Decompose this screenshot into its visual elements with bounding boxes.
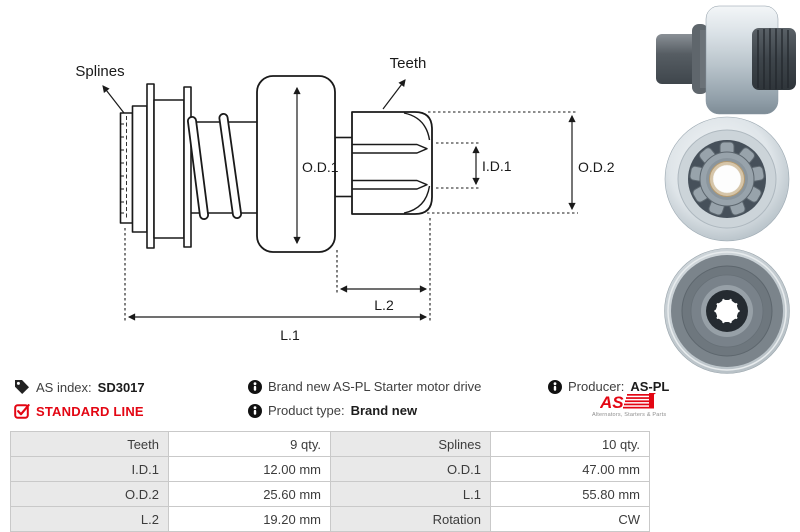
id1-label: I.D.1: [482, 158, 512, 174]
pinion-gear: [351, 111, 433, 215]
spec-label-cell: Teeth: [11, 432, 169, 457]
spec-value-cell: 10 qty.: [491, 432, 650, 457]
checkbox-checked-icon: [14, 404, 30, 419]
product-description: Brand new AS-PL Starter motor drive: [248, 379, 481, 394]
spec-label-cell: I.D.1: [11, 457, 169, 482]
standard-line-label: STANDARD LINE: [36, 403, 144, 419]
spec-value-cell: 47.00 mm: [491, 457, 650, 482]
spec-label-cell: Splines: [331, 432, 491, 457]
splines-arrow: [102, 85, 125, 114]
product-photo-side: [656, 5, 796, 115]
as-index-value: SD3017: [97, 379, 145, 395]
extension-lines: [124, 111, 578, 323]
product-photo-rear: [664, 248, 790, 374]
dimension-arrows: [127, 86, 576, 321]
od2-label: O.D.2: [578, 159, 615, 175]
info-icon: [248, 403, 262, 418]
technical-drawing: Splines Teeth O.D.1 O.D.2 I.D.1 L.2 L.1: [75, 55, 615, 343]
spec-value-cell: 9 qty.: [169, 432, 331, 457]
as-pl-logo: AS Alternators, Starters & Parts: [592, 393, 666, 418]
spec-label-cell: O.D.1: [331, 457, 491, 482]
producer-label: Producer:: [568, 379, 625, 394]
od1-label: O.D.1: [302, 159, 339, 175]
producer-value: AS-PL: [630, 379, 670, 394]
product-type-value: Brand new: [350, 403, 418, 418]
spec-value-cell: 19.20 mm: [169, 507, 331, 532]
producer: Producer: AS-PL: [548, 379, 669, 394]
spec-label-cell: O.D.2: [11, 482, 169, 507]
spec-value-cell: 25.60 mm: [169, 482, 331, 507]
description-text: Brand new AS-PL Starter motor drive: [268, 379, 482, 394]
as-pl-logo-text: AS: [600, 393, 624, 411]
splines-label: Splines: [75, 63, 124, 80]
as-pl-logo-tagline: Alternators, Starters & Parts: [592, 412, 667, 418]
info-icon: [248, 379, 262, 394]
drive-body-outline: [119, 83, 258, 249]
spec-label-cell: L.1: [331, 482, 491, 507]
as-index: AS index: SD3017: [14, 379, 145, 395]
product-type: Product type: Brand new: [248, 403, 417, 418]
spline-hatching: [120, 116, 127, 220]
product-photo-front: [664, 116, 790, 242]
l2-label: L.2: [374, 297, 394, 313]
info-icon: [548, 379, 562, 394]
spec-value-cell: CW: [491, 507, 650, 532]
spring: [187, 113, 242, 220]
l1-label: L.1: [280, 327, 300, 343]
product-type-label: Product type:: [268, 403, 345, 418]
spec-value-cell: 12.00 mm: [169, 457, 331, 482]
teeth-arrow: [382, 79, 406, 110]
specs-table: Teeth 9 qty. Splines 10 qty. I.D.1 12.00…: [10, 431, 650, 532]
as-pl-logo-mark: AS: [600, 393, 657, 411]
teeth-label: Teeth: [390, 55, 427, 72]
as-index-label: AS index:: [36, 379, 92, 395]
standard-line-badge: STANDARD LINE: [14, 403, 144, 419]
spec-value-cell: 55.80 mm: [491, 482, 650, 507]
spec-label-cell: L.2: [11, 507, 169, 532]
spec-label-cell: Rotation: [331, 507, 491, 532]
tag-icon: [15, 380, 29, 394]
